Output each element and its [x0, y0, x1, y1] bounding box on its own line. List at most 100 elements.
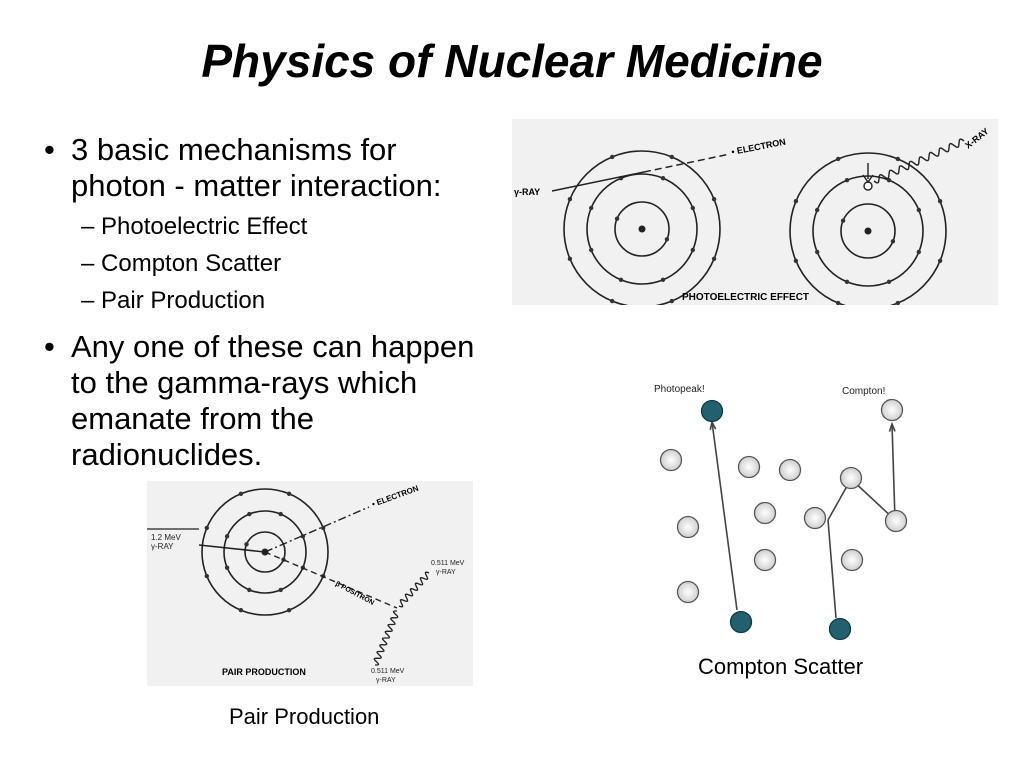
photon-atom-teal — [828, 617, 852, 641]
atoms — [659, 398, 908, 641]
electron-dot — [278, 587, 283, 593]
electron-dot — [204, 525, 209, 531]
electron-dot — [669, 298, 674, 304]
bullet-item: Any one of these can happen to the gamma… — [44, 329, 494, 473]
gamma-ray-label: γ-RAY — [514, 187, 540, 197]
electron-dot — [610, 154, 615, 160]
annihilation-wave-down — [373, 610, 399, 666]
energy-label: 1.2 MeV — [151, 533, 181, 542]
photon-paths — [709, 419, 896, 619]
electron-dot — [895, 156, 900, 162]
electron-dot — [890, 239, 896, 244]
electron-dot — [937, 258, 943, 263]
scatter-atom — [753, 501, 777, 525]
compton-caption: Compton Scatter — [698, 654, 864, 679]
arrow-head — [888, 421, 896, 432]
scatter-atom — [753, 548, 777, 572]
compton-figure: Photopeak! Compton! — [640, 372, 930, 652]
photon-path — [891, 423, 896, 521]
electron-dot — [247, 511, 252, 517]
electron-dot — [238, 491, 244, 496]
electron-dot — [244, 542, 249, 547]
electron-dot — [286, 491, 292, 496]
scatter-atom — [778, 458, 802, 482]
slide-title: Physics of Nuclear Medicine — [201, 35, 823, 87]
electron-dot — [660, 277, 666, 282]
scatter-atom — [803, 506, 827, 530]
scatter-atom — [839, 466, 863, 490]
electron-dot — [224, 565, 230, 570]
positron-path — [264, 551, 398, 609]
photoelectric-caption: PHOTOELECTRIC EFFECT — [682, 292, 809, 303]
atom-pair — [201, 488, 329, 616]
electron-path — [264, 506, 370, 553]
electron-dot — [916, 249, 921, 255]
gamma-ray-line — [198, 544, 266, 553]
photon-atom-teal — [700, 399, 724, 423]
electron-dot — [690, 247, 695, 253]
nucleus-left — [638, 225, 646, 233]
electron-dot — [711, 197, 717, 202]
electron-dot — [916, 207, 921, 213]
gamma-ray-line — [551, 171, 645, 192]
out-gamma-label: γ-RAY — [376, 677, 396, 684]
electron-path — [643, 153, 731, 173]
sub-bullet-item: Compton Scatter — [81, 245, 494, 282]
out-energy-label: 0.511 MeV — [431, 560, 465, 567]
electron-dot — [589, 205, 594, 211]
electron-dot — [669, 154, 674, 160]
pair-production-caption: PAIR PRODUCTION — [222, 667, 306, 677]
electron-dot — [589, 247, 594, 253]
scatter-atom — [737, 455, 761, 479]
atom-left — [563, 150, 721, 305]
electron-dot — [844, 279, 850, 284]
pair-production-figure: 1.2 MeV γ-RAY • ELECTRON β POSITRON 0.51… — [147, 481, 473, 686]
electron-dot — [567, 197, 573, 202]
electron-dot — [793, 258, 799, 263]
electron-dot — [815, 207, 820, 213]
electron-dot — [278, 511, 283, 517]
scatter-atom — [880, 398, 904, 422]
electron-dot — [660, 176, 666, 181]
nucleus-right — [864, 227, 872, 235]
scatter-atom — [676, 580, 700, 604]
electron-dot — [895, 300, 900, 305]
electron-label: • ELECTRON — [371, 484, 420, 509]
sub-bullet-item: Photoelectric Effect — [81, 208, 494, 245]
sub-bullet-list: Photoelectric Effect Compton Scatter Pai… — [81, 208, 494, 319]
electron-dot — [664, 237, 670, 242]
annihilation-wave-up — [398, 571, 430, 608]
electron-dot — [886, 279, 892, 284]
bullet-text: 3 basic mechanisms for photon - matter i… — [71, 132, 442, 203]
scatter-atom — [840, 548, 864, 572]
electron-dot — [815, 249, 820, 255]
electron-dot — [937, 199, 943, 204]
electron-dot — [836, 156, 841, 162]
electron-dot — [610, 298, 615, 304]
positron-label: β POSITRON — [334, 581, 375, 607]
electron-dot — [836, 300, 841, 305]
electron-dot — [840, 218, 846, 223]
out-energy-label: 0.511 MeV — [371, 668, 405, 675]
photon-path — [827, 519, 837, 619]
xray-wave — [873, 138, 965, 184]
electron-dot — [567, 256, 573, 261]
bullet-list: 3 basic mechanisms for photon - matter i… — [44, 132, 494, 473]
compton-label: Compton! — [842, 386, 885, 397]
electron-dot — [711, 256, 717, 261]
scatter-atom — [659, 448, 683, 472]
xray-label: X-RAY — [963, 126, 991, 151]
scatter-atom — [884, 509, 908, 533]
electron-dot — [300, 534, 306, 539]
electron-dot — [238, 608, 244, 613]
electron-dot — [247, 587, 252, 593]
electron-dot — [844, 178, 850, 183]
sub-bullet-item: Pair Production — [81, 282, 494, 319]
bullet-text: Any one of these can happen to the gamma… — [71, 329, 475, 472]
photopeak-label: Photopeak! — [654, 384, 705, 395]
electron-dot — [614, 216, 620, 221]
electron-dot — [204, 573, 209, 579]
electron-dot — [793, 199, 799, 204]
gamma-label: γ-RAY — [151, 542, 174, 551]
out-gamma-label: γ-RAY — [436, 569, 456, 576]
